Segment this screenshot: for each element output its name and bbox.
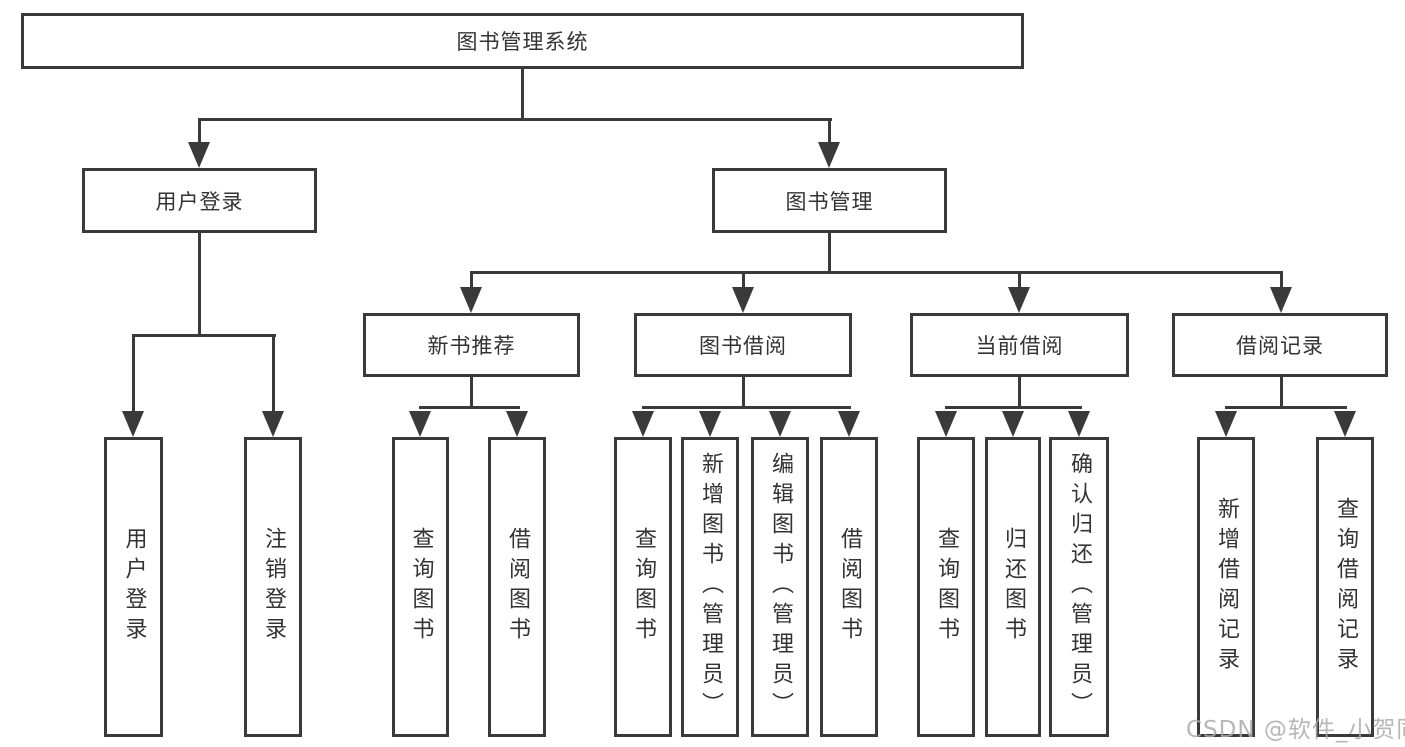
connector-line: [132, 334, 276, 337]
node-user-login: 用户登录: [82, 168, 317, 233]
connector-line: [470, 271, 473, 291]
leaf-borrow-books: 借阅图书: [820, 437, 878, 737]
csdn-watermark: CSDN @软件_小贺同学: [1186, 717, 1405, 743]
node-book-management: 图书管理: [712, 168, 947, 233]
arrow-down-icon: [1270, 287, 1292, 313]
arrow-down-icon: [1068, 411, 1090, 437]
node-borrow-records: 借阅记录: [1172, 313, 1388, 377]
node-current-borrow: 当前借阅: [910, 313, 1129, 377]
leaf-add-borrow-record: 新增借阅记录: [1197, 437, 1255, 737]
arrow-down-icon: [1215, 411, 1237, 437]
arrow-down-icon: [506, 411, 528, 437]
leaf-return-books: 归还图书: [985, 437, 1041, 737]
arrow-down-icon: [1008, 287, 1030, 313]
arrow-down-icon: [1334, 411, 1356, 437]
node-new-book-recommend: 新书推荐: [363, 313, 580, 377]
leaf-borrow-books-recommend: 借阅图书: [488, 437, 546, 737]
connector-line: [470, 271, 1283, 274]
arrow-down-icon: [460, 287, 482, 313]
arrow-down-icon: [838, 411, 860, 437]
arrow-down-icon: [122, 411, 144, 437]
arrow-down-icon: [818, 142, 840, 168]
connector-line: [1225, 406, 1347, 409]
connector-line: [1018, 271, 1021, 291]
connector-line: [470, 377, 473, 409]
connector-line: [1018, 377, 1021, 409]
connector-line: [419, 406, 520, 409]
leaf-user-login: 用户登录: [104, 437, 163, 737]
connector-line: [742, 377, 745, 409]
arrow-down-icon: [262, 411, 284, 437]
leaf-edit-books-admin: 编辑图书（管理员）: [751, 437, 809, 737]
connector-line: [1280, 271, 1283, 291]
arrow-down-icon: [935, 411, 957, 437]
connector-line: [272, 334, 275, 415]
connector-line: [521, 69, 524, 121]
leaf-query-books-borrow: 查询图书: [614, 437, 672, 737]
connector-line: [742, 271, 745, 291]
arrow-down-icon: [769, 411, 791, 437]
connector-line: [1280, 377, 1283, 409]
connector-line: [198, 118, 832, 121]
leaf-logout: 注销登录: [244, 437, 302, 737]
leaf-query-books-current: 查询图书: [917, 437, 975, 737]
connector-line: [198, 233, 201, 337]
arrow-down-icon: [699, 411, 721, 437]
connector-line: [198, 118, 201, 146]
arrow-down-icon: [632, 411, 654, 437]
arrow-down-icon: [732, 287, 754, 313]
leaf-query-books-recommend: 查询图书: [392, 437, 449, 737]
connector-line: [642, 406, 851, 409]
connector-line: [828, 118, 831, 146]
leaf-confirm-return-admin: 确认归还（管理员）: [1049, 437, 1109, 737]
node-root-system: 图书管理系统: [21, 13, 1024, 69]
leaf-add-books-admin: 新增图书（管理员）: [681, 437, 739, 737]
arrow-down-icon: [188, 142, 210, 168]
arrow-down-icon: [409, 411, 431, 437]
connector-line: [828, 233, 831, 274]
arrow-down-icon: [1002, 411, 1024, 437]
leaf-query-borrow-record: 查询借阅记录: [1316, 437, 1374, 737]
connector-line: [945, 406, 1082, 409]
node-book-borrow: 图书借阅: [634, 313, 852, 377]
connector-line: [132, 334, 135, 415]
